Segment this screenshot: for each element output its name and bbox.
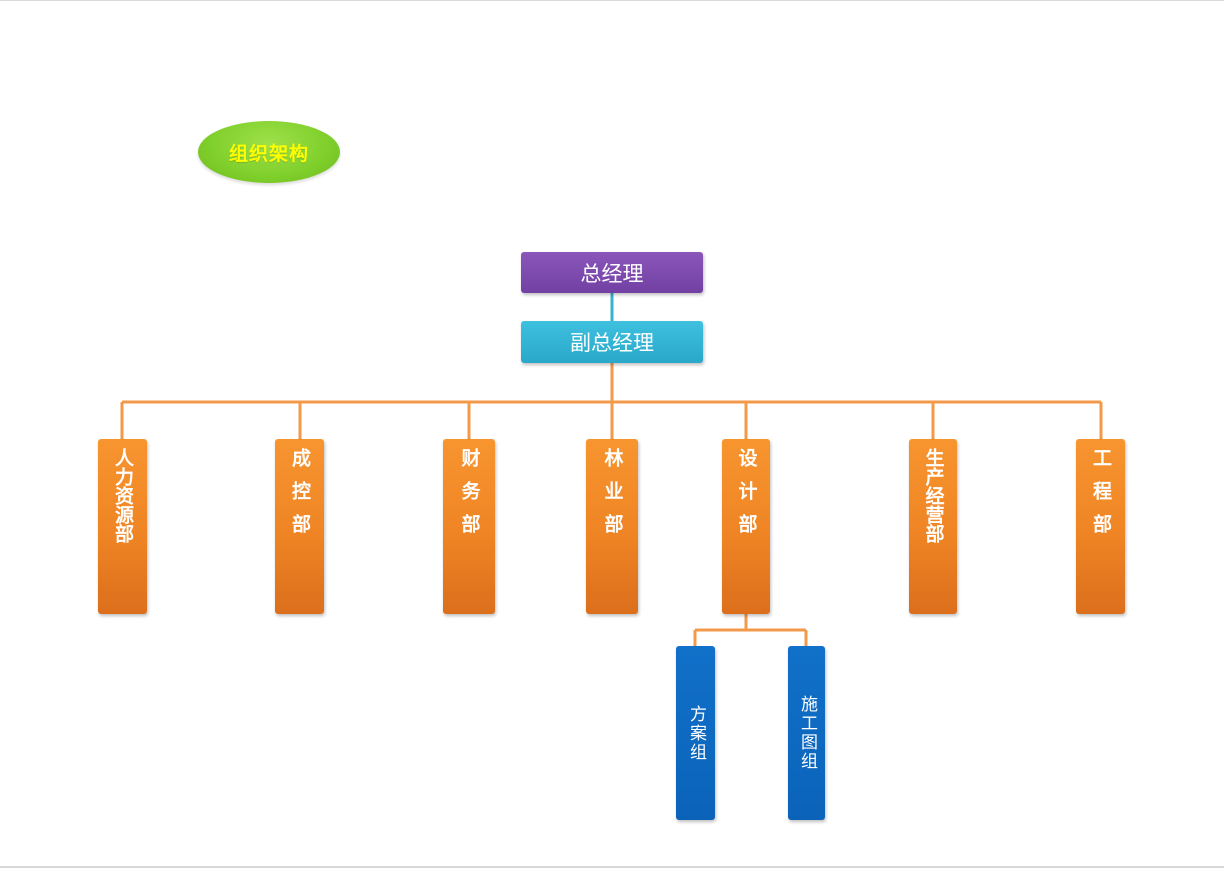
node-general-manager: 总经理	[521, 252, 703, 293]
node-dept-finance: 财务部	[443, 439, 495, 614]
node-subgroup-scheme-label: 方案组	[686, 704, 706, 762]
node-dept-forestry: 林业部	[586, 439, 638, 614]
node-dept-hr-label: 人力资源部	[112, 448, 134, 543]
node-dept-cost-control-label: 成控部	[289, 448, 311, 547]
node-deputy-general-manager-label: 副总经理	[570, 331, 654, 355]
node-dept-engineering: 工程部	[1076, 439, 1125, 614]
node-dept-production-label: 生产经营部	[922, 448, 945, 543]
node-dept-design: 设计部	[722, 439, 770, 614]
connector-design-to-subgroups	[693, 614, 808, 647]
chart-title-badge: 组织架构	[198, 121, 340, 183]
node-dept-engineering-label: 工程部	[1090, 448, 1112, 547]
node-dept-design-label: 设计部	[735, 448, 758, 547]
node-subgroup-construction-drawing: 施工图组	[788, 646, 825, 820]
node-deputy-general-manager: 副总经理	[521, 321, 703, 363]
page-bottom-border	[0, 866, 1224, 868]
node-dept-finance-label: 财务部	[458, 448, 481, 547]
node-dept-cost-control: 成控部	[275, 439, 324, 614]
node-subgroup-scheme: 方案组	[676, 646, 715, 820]
node-dept-forestry-label: 林业部	[601, 448, 624, 547]
node-dept-hr: 人力资源部	[98, 439, 147, 614]
node-general-manager-label: 总经理	[580, 261, 644, 286]
node-subgroup-construction-drawing-label: 施工图组	[797, 695, 817, 771]
node-dept-production: 生产经营部	[909, 439, 957, 614]
chart-title: 组织架构	[228, 142, 309, 165]
page-top-border	[0, 0, 1224, 1]
connector-deputy-to-departments	[120, 363, 1103, 440]
